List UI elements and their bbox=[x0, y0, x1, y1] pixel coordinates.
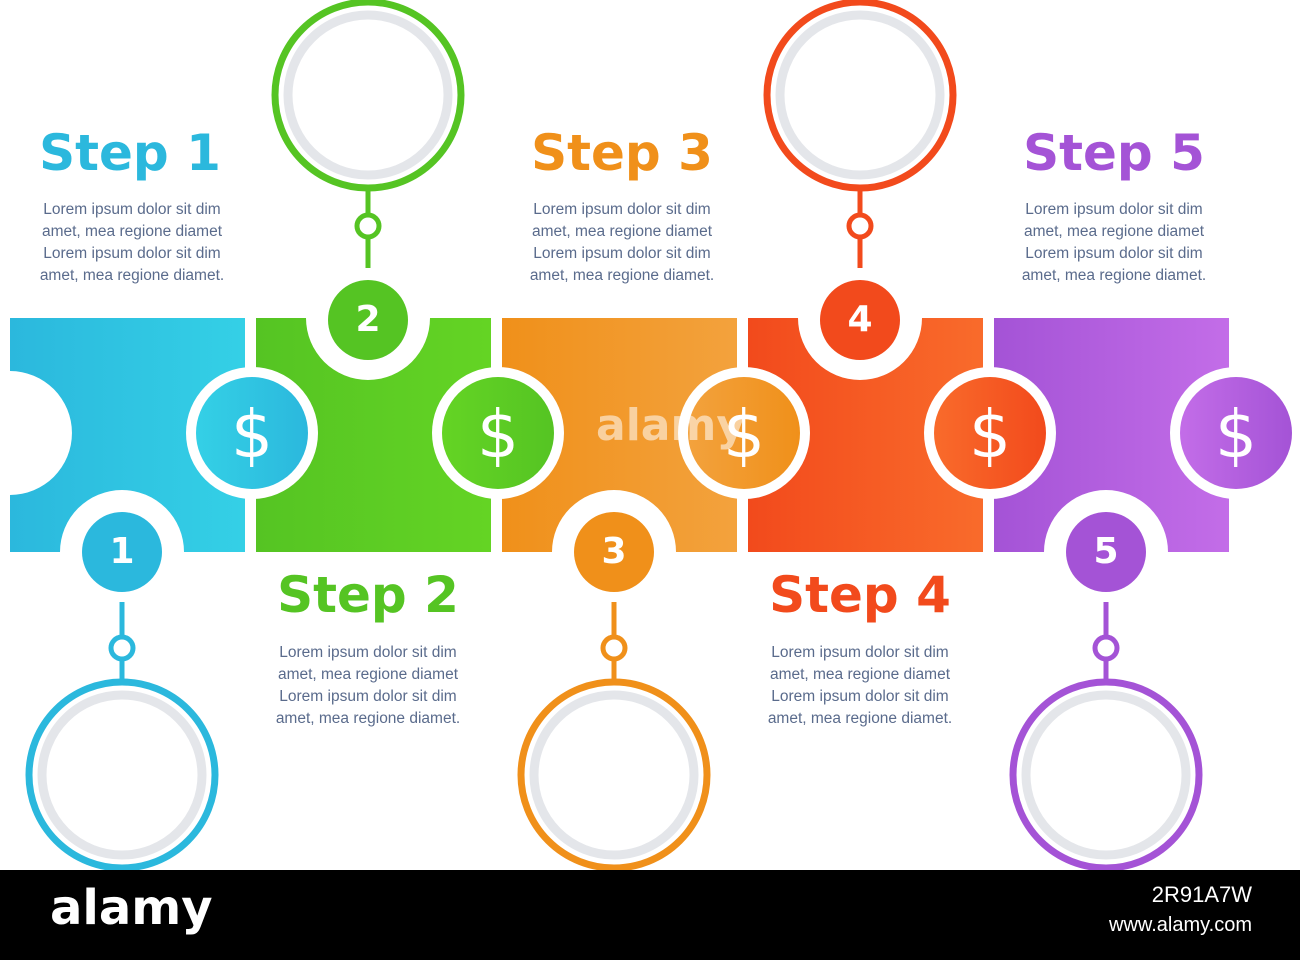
description-line: Lorem ipsum dolor sit dim bbox=[279, 688, 457, 705]
step-title: Step 5 bbox=[1023, 124, 1205, 182]
step-number-badge: 3 bbox=[574, 512, 654, 592]
dollar-icon: $ bbox=[432, 367, 564, 499]
description-line: amet, mea regione diamet. bbox=[529, 267, 715, 284]
step-title: Step 1 bbox=[39, 124, 221, 182]
description-line: Lorem ipsum dolor sit dim bbox=[1025, 201, 1203, 218]
footer-url: www.alamy.com bbox=[1109, 914, 1252, 936]
puzzle-piece-step-2 bbox=[256, 318, 491, 552]
description-line: amet, mea regione diamet. bbox=[767, 710, 953, 727]
step-title: Step 4 bbox=[769, 566, 951, 624]
description-line: Lorem ipsum dolor sit dim bbox=[533, 201, 711, 218]
dollar-icon: $ bbox=[924, 367, 1056, 499]
puzzle-piece-step-1 bbox=[10, 318, 245, 552]
footer-logo: alamy bbox=[50, 880, 213, 936]
image-placeholder-circle bbox=[517, 602, 711, 870]
image-placeholder-circle bbox=[1009, 602, 1203, 870]
step-number-badge: 2 bbox=[328, 280, 408, 360]
step-title: Step 3 bbox=[531, 124, 713, 182]
description-line: amet, mea regione diamet bbox=[531, 223, 713, 240]
dollar-icon: $ bbox=[678, 367, 810, 499]
description-line: amet, mea regione diamet bbox=[769, 666, 951, 683]
description-line: amet, mea regione diamet. bbox=[275, 710, 461, 727]
description-line: amet, mea regione diamet bbox=[1023, 223, 1205, 240]
step-description: Lorem ipsum dolor sit dim amet, mea regio… bbox=[502, 199, 742, 287]
puzzle-piece-step-5 bbox=[994, 318, 1229, 552]
image-placeholder-circle bbox=[763, 0, 957, 268]
description-line: Lorem ipsum dolor sit dim bbox=[43, 201, 221, 218]
step-number-badge: 1 bbox=[82, 512, 162, 592]
puzzle-piece-step-4 bbox=[748, 318, 983, 552]
description-line: Lorem ipsum dolor sit dim bbox=[279, 644, 457, 661]
dollar-icon: $ bbox=[1170, 367, 1300, 499]
description-line: Lorem ipsum dolor sit dim bbox=[1025, 245, 1203, 262]
description-line: amet, mea regione diamet bbox=[277, 666, 459, 683]
step-description: Lorem ipsum dolor sit dim amet, mea regio… bbox=[994, 199, 1234, 287]
footer-bar: alamy 2R91A7W www.alamy.com bbox=[0, 870, 1300, 960]
watermark: alamy bbox=[596, 400, 745, 451]
dollar-icon: $ bbox=[186, 367, 318, 499]
puzzle-piece-step-3 bbox=[502, 318, 737, 552]
puzzle-diagram: $ $ $ $ $ bbox=[10, 0, 1300, 870]
step-title: Step 2 bbox=[277, 566, 459, 624]
svg-text:$: $ bbox=[969, 396, 1011, 473]
image-placeholder-circle bbox=[25, 602, 219, 870]
svg-text:$: $ bbox=[1215, 396, 1257, 473]
description-line: amet, mea regione diamet bbox=[41, 223, 223, 240]
image-id: 2R91A7W bbox=[1151, 882, 1252, 907]
description-line: amet, mea regione diamet. bbox=[39, 267, 225, 284]
description-line: Lorem ipsum dolor sit dim bbox=[533, 245, 711, 262]
svg-text:$: $ bbox=[231, 396, 273, 473]
image-placeholder-circle bbox=[271, 0, 465, 268]
step-number-badge: 5 bbox=[1066, 512, 1146, 592]
description-line: amet, mea regione diamet. bbox=[1021, 267, 1207, 284]
step-description: Lorem ipsum dolor sit dim amet, mea regio… bbox=[12, 199, 252, 287]
step-description: Lorem ipsum dolor sit dim amet, mea regio… bbox=[740, 642, 980, 730]
svg-text:$: $ bbox=[477, 396, 519, 473]
description-line: Lorem ipsum dolor sit dim bbox=[43, 245, 221, 262]
step-number-badge: 4 bbox=[820, 280, 900, 360]
footer-info: 2R91A7W www.alamy.com bbox=[1109, 880, 1252, 940]
description-line: Lorem ipsum dolor sit dim bbox=[771, 688, 949, 705]
step-description: Lorem ipsum dolor sit dim amet, mea regio… bbox=[248, 642, 488, 730]
description-line: Lorem ipsum dolor sit dim bbox=[771, 644, 949, 661]
svg-text:$: $ bbox=[723, 396, 765, 473]
